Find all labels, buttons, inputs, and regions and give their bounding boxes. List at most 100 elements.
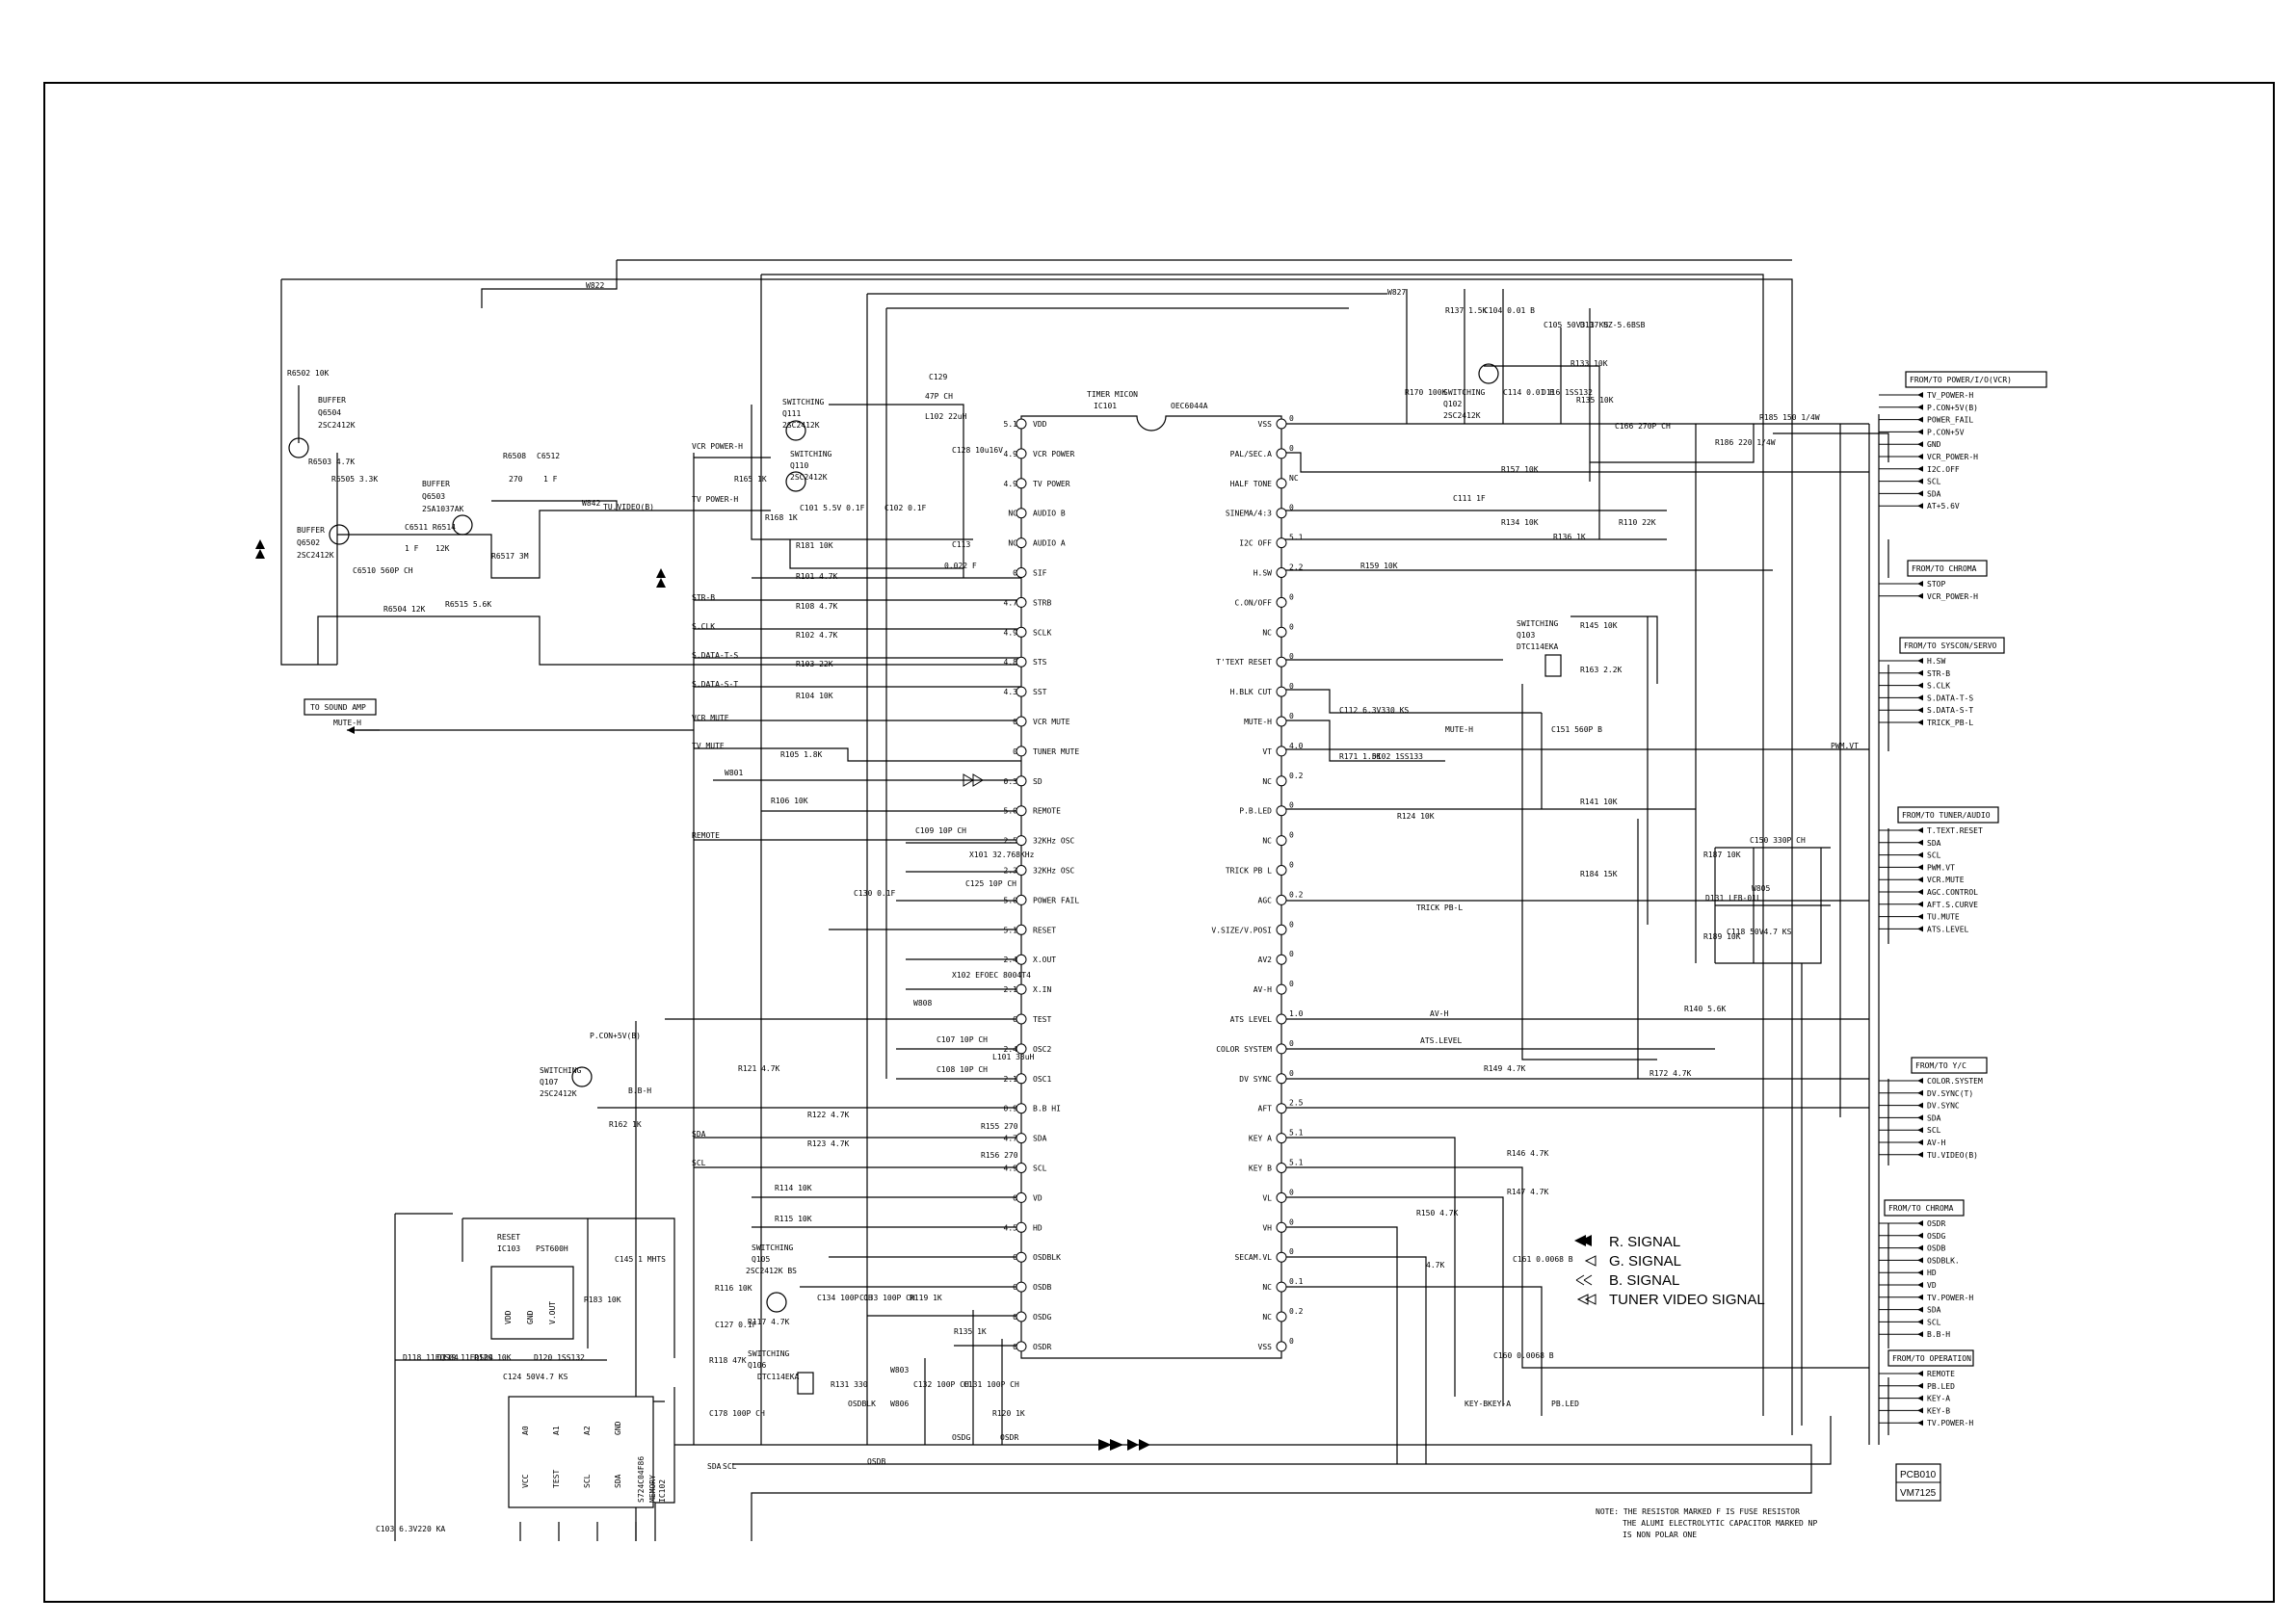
connector-title: FROM/TO POWER/I/O(VCR) [1910,376,2012,384]
part-label: W808 [913,999,932,1008]
part-label: Q107 [540,1078,558,1086]
ic101-right-pin-19 [1276,954,1287,965]
ic101-left-pin-label: B.B HI [1033,1105,1061,1113]
connector-signal: KEY-B [1927,1406,1950,1415]
connectors: FROM/TO POWER/I/O(VCR)TV_POWER-HP.CON+5V… [1879,371,2047,1427]
ic101-left-pin-17 [1016,894,1027,905]
ic101-left-pin-label: X.IN [1033,985,1051,994]
board-ref-pcb: PCB010 [1900,1470,1937,1480]
ic101-left-pin-label: OSDG [1033,1313,1051,1322]
ic101-right-pin-label: PAL/SEC.A [1230,450,1273,458]
part-label: C145 1 MHTS [615,1255,666,1264]
part-label: Q6504 [318,408,341,417]
part-label: R186 220 1/4W [1715,438,1776,447]
ic101-left-pin-31 [1016,1311,1027,1322]
part-label: C129 [929,373,947,381]
note: NOTE: THE RESISTOR MARKED F IS FUSE RESI… [1596,1507,1817,1539]
part-label: R6515 5.6K [445,600,491,609]
to-sound-amp-title: TO SOUND AMP [310,703,366,712]
ic101-right-pin-label: MUTE-H [1244,718,1272,726]
ic101-right-pin-17 [1276,894,1287,905]
connector-signal: OSDBLK. [1927,1256,1960,1265]
ic101-right-pin-7 [1276,596,1287,608]
connector-signal: OSDB [1927,1244,1945,1253]
part-label: R119 1K [910,1294,942,1302]
ic101-right-pin-5 [1276,537,1287,549]
part-label: R149 4.7K [1484,1064,1526,1073]
ic101-right-pin-voltage: 0 [1289,801,1294,810]
ic101-right-pin-13 [1276,775,1287,787]
ic101-right-pin-23 [1276,1073,1287,1085]
part-label: S.CLK [692,622,715,631]
part-label: R114 10K [775,1184,812,1192]
arrow-right-icon [1098,1439,1123,1451]
connector-signal: S.CLK [1927,682,1950,691]
ic101-right-pin-21 [1276,1013,1287,1025]
ic101-left-pin-voltage: 0 [1013,1015,1017,1024]
connector-signal: VCR_POWER-H [1927,453,1978,461]
part-label: C107 10P CH [937,1035,988,1044]
ic101-left-pin-voltage: 0 [1013,718,1017,726]
ic101-right-pin-voltage: 5.1 [1289,1129,1304,1138]
connector-signal: SDA [1927,489,1941,498]
part-label: R162 1K [609,1120,642,1129]
ic101-left-pin-26 [1016,1163,1027,1173]
connector-signal: VCR_POWER-H [1927,592,1978,601]
transistor-q6502 [329,524,350,545]
connector-signal: DV.SYNC [1927,1102,1960,1111]
connector-signal: STOP [1927,580,1945,589]
legend-tuner-video: TUNER VIDEO SIGNAL [1609,1292,1765,1308]
ic101-right-pin-label: KEY A [1249,1135,1272,1143]
to-sound-amp: TO SOUND AMP MUTE-H [303,698,380,734]
ic101-right-pin-label: TRICK PB L [1226,867,1272,876]
transistors [288,363,1562,1395]
tuner-video-signal-icon [1576,1294,1597,1305]
ic101-left-pin-voltage: 0 [1013,1283,1017,1292]
part-label: R135 10K [1576,396,1614,405]
connector-signal: STR-B [1927,669,1950,678]
part-label: R156 270 [981,1151,1018,1160]
part-label: R136 1K [1553,533,1586,541]
signal-arrow-icon [1917,901,1923,907]
part-label: 2SC2412K [1443,411,1481,420]
ic101-right-pin-12 [1276,746,1287,757]
ic103-label-3: PST600H [536,1244,568,1253]
ic102-pin-5: A0 [521,1426,530,1435]
signal-arrow-icon [1917,1114,1923,1121]
ground-icon [656,568,666,588]
part-label: BUFFER [318,396,346,405]
ic101-right-pin-29 [1276,1251,1287,1263]
part-label: R105 1.8K [780,750,823,759]
part-label: W806 [890,1400,909,1408]
connector-title: FROM/TO OPERATION [1892,1354,1971,1363]
ic101-right-pin-label: V.SIZE/V.POSI [1211,926,1272,934]
ic101-left-pin-voltage: 4.8 [1004,658,1018,667]
part-label: R116 10K [715,1284,752,1293]
board-ref-model: VM7125 [1900,1488,1937,1499]
part-label: R187 10K [1703,851,1741,859]
connector-signal: AV-H [1927,1139,1945,1147]
ic101-left-pin-voltage: 5.1 [1004,926,1018,934]
ic101-right-pin-11 [1276,716,1287,727]
part-label: R145 10K [1580,621,1618,630]
board-ref: PCB010 VM7125 [1895,1463,1941,1502]
part-label: C150 330P CH [1750,836,1806,845]
part-label: Q110 [790,461,808,470]
part-label: OSDBLK [848,1400,876,1408]
signal-arrow-icon [1917,1220,1923,1226]
transistor-q110 [785,471,806,492]
ic101-right-pin-label: VH [1262,1223,1272,1232]
part-label: R106 10K [771,797,808,805]
ic101-right-pin-8 [1276,626,1287,638]
ic101-part: OEC6044A [1171,402,1208,410]
part-label: SWITCHING [748,1349,790,1358]
connector-signal: TRICK_PB-L [1927,719,1973,727]
part-label: C113 [952,540,970,549]
part-label: C112 6.3V330 KS [1339,706,1409,715]
ic101-right-pin-label: DV SYNC [1239,1075,1272,1084]
transistor-q6504 [288,437,309,458]
part-label: KEY-A [1488,1400,1511,1408]
part-label: SDA [707,1462,722,1471]
signal-arrow-icon [1917,669,1923,676]
